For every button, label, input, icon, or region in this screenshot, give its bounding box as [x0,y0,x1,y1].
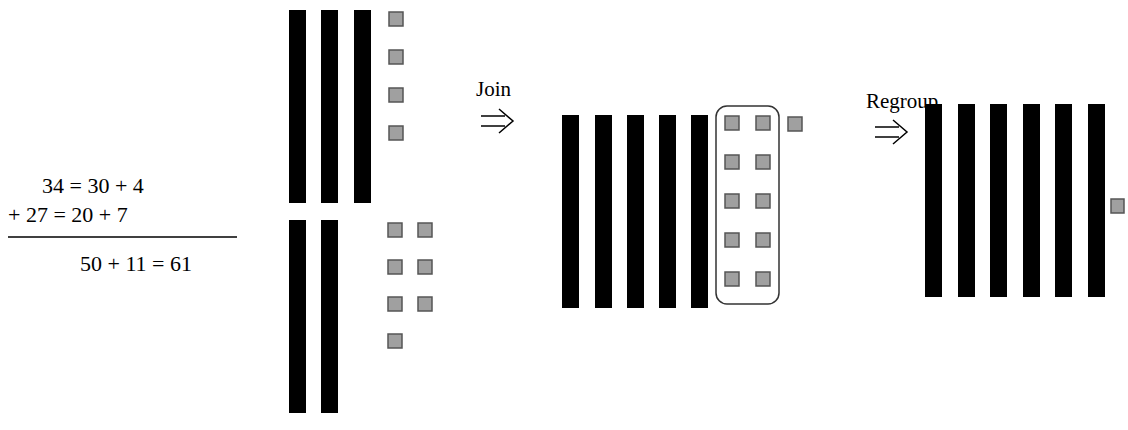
unit-cubes [389,12,403,140]
double-arrow [481,109,513,133]
regroup-outline [716,106,779,304]
step-label: Regroup [866,90,938,113]
unit-cubes [725,116,802,286]
equation-line: 34 = 30 + 4 [42,174,144,198]
double-arrow [875,120,907,144]
equation-line: + 27 = 20 + 7 [8,203,128,227]
ten-rods [289,10,371,203]
sum-rule [8,236,237,238]
unit-cube [1111,199,1124,213]
equation-sum: 50 + 11 = 61 [80,252,192,276]
step-label: Join [476,78,511,101]
ten-rods [289,220,338,413]
unit-cubes [388,223,432,348]
ten-rods [562,115,708,308]
ten-rods [925,104,1105,297]
